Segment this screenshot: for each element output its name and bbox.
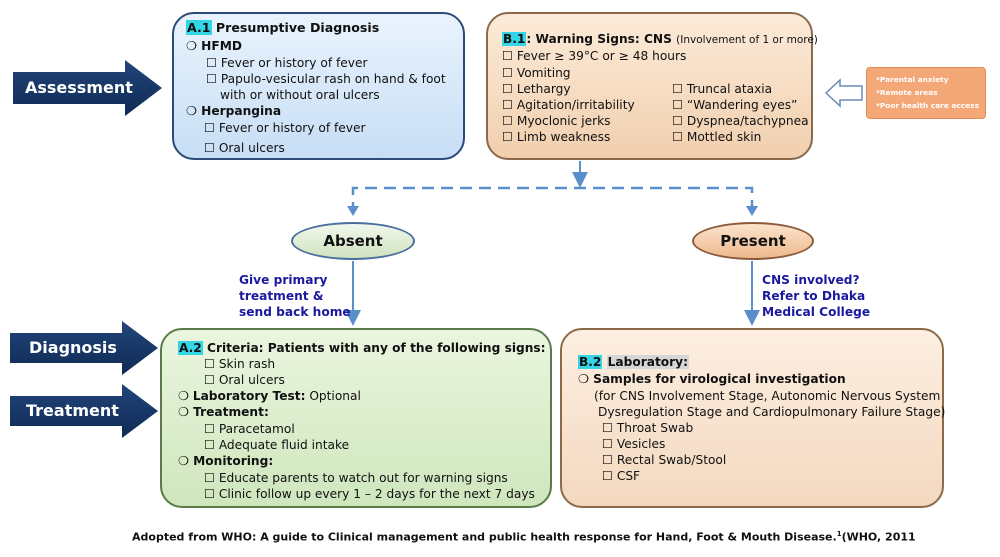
b2-tag: B.2 bbox=[578, 355, 603, 369]
a1-herpangina-item-1: ☐ Oral ulcers bbox=[204, 141, 285, 155]
a1-herpangina-heading: ❍ Herpangina bbox=[186, 104, 282, 118]
b2-heading: B.2 Laboratory: bbox=[578, 354, 690, 370]
a2-treatment-item-1: ☐ Adequate fluid intake bbox=[204, 438, 350, 452]
b1-heading: B.1: Warning Signs: CNS (Involvement of … bbox=[502, 31, 818, 48]
b2-sample-item-0: ☐ Throat Swab bbox=[602, 421, 694, 435]
b2-sample-item-1: ☐ Vesicles bbox=[602, 437, 666, 451]
b1-left-item-0: ☐ Fever ≥ 39°C or ≥ 48 hours bbox=[502, 49, 687, 63]
a1-herpangina-item-0: ☐ Fever or history of fever bbox=[204, 121, 366, 135]
risk-item-1: *Remote areas bbox=[876, 88, 938, 97]
a1-presumptive-diagnosis-box: A.1 Presumptive Diagnosis ❍ HFMD ☐ Fever… bbox=[172, 12, 465, 160]
a2-monitoring-heading: ❍ Monitoring: bbox=[178, 454, 274, 468]
a2-treatment-heading: ❍ Treatment: bbox=[178, 405, 269, 419]
a2-tag: A.2 bbox=[178, 341, 203, 355]
a2-criteria-title: Criteria: Patients with any of the follo… bbox=[207, 341, 546, 355]
risk-factors-box: *Parental anxiety *Remote areas *Poor he… bbox=[866, 67, 986, 119]
a1-hfmd-heading: ❍ HFMD bbox=[186, 39, 242, 53]
b2-stages-line-0: (for CNS Involvement Stage, Autonomic Ne… bbox=[594, 389, 941, 403]
a2-criteria-item-0: ☐ Skin rash bbox=[204, 357, 276, 371]
a2-heading: A.2 Criteria: Patients with any of the f… bbox=[178, 340, 546, 356]
b1-left-item-5: ☐ Limb weakness bbox=[502, 130, 611, 144]
a1-hfmd-item-2: with or without oral ulcers bbox=[220, 88, 380, 102]
risk-item-2: *Poor health care access bbox=[876, 101, 979, 110]
a2-treatment-item-0: ☐ Paracetamol bbox=[204, 422, 295, 436]
b1-tag: B.1 bbox=[502, 32, 527, 46]
treatment-arrow-shape bbox=[10, 384, 158, 438]
present-oval: Present bbox=[692, 222, 814, 260]
a2-lab-line: ❍ Laboratory Test: Optional bbox=[178, 389, 361, 403]
present-note: CNS involved? Refer to Dhaka Medical Col… bbox=[762, 273, 871, 319]
absent-oval: Absent bbox=[291, 222, 415, 260]
b1-warning-signs-box: B.1: Warning Signs: CNS (Involvement of … bbox=[486, 12, 818, 160]
a2-monitoring-item-0: ☐ Educate parents to watch out for warni… bbox=[204, 471, 508, 485]
b1-left-item-1: ☐ Vomiting bbox=[502, 66, 571, 80]
b1-right-item-0: ☐ Truncal ataxia bbox=[672, 82, 773, 96]
a1-title: Presumptive Diagnosis bbox=[215, 20, 380, 35]
b2-laboratory-box: B.2 Laboratory: ❍ Samples for virologica… bbox=[560, 328, 946, 508]
a1-hfmd-item-0: ☐ Fever or history of fever bbox=[206, 56, 368, 70]
a1-heading: A.1 Presumptive Diagnosis bbox=[186, 20, 379, 36]
risk-item-0: *Parental anxiety bbox=[876, 75, 949, 84]
source-footnote: Adopted from WHO: A guide to Clinical ma… bbox=[132, 530, 916, 544]
absent-note: Give primary treatment & send back home bbox=[239, 273, 351, 319]
b2-sample-item-2: ☐ Rectal Swab/Stool bbox=[602, 453, 727, 467]
treatment-label: Treatment bbox=[26, 401, 119, 420]
b1-right-item-1: ☐ “Wandering eyes” bbox=[672, 98, 798, 112]
b2-stages-line-1: Dysregulation Stage and Cardiopulmonary … bbox=[598, 405, 946, 419]
b1-right-item-3: ☐ Mottled skin bbox=[672, 130, 762, 144]
a2-criteria-item-1: ☐ Oral ulcers bbox=[204, 373, 285, 387]
b1-subtitle: (Involvement of 1 or more) bbox=[676, 34, 818, 46]
b1-left-item-4: ☐ Myoclonic jerks bbox=[502, 114, 611, 128]
a1-tag: A.1 bbox=[186, 20, 212, 35]
a2-criteria-box: A.2 Criteria: Patients with any of the f… bbox=[160, 328, 552, 508]
b1-right-item-2: ☐ Dyspnea/tachypnea bbox=[672, 114, 809, 128]
risk-hollow-arrow bbox=[824, 78, 863, 108]
b2-sample-item-3: ☐ CSF bbox=[602, 469, 641, 483]
b2-samples-heading: ❍ Samples for virological investigation bbox=[578, 372, 846, 386]
diagnosis-label: Diagnosis bbox=[29, 338, 117, 357]
b1-left-item-3: ☐ Agitation/irritability bbox=[502, 98, 635, 112]
b2-title: Laboratory: bbox=[606, 355, 690, 369]
dashed-split-connector bbox=[351, 186, 754, 214]
b1-title: : Warning Signs: CNS bbox=[526, 32, 672, 46]
a1-hfmd-item-1: ☐ Papulo-vesicular rash on hand & foot bbox=[206, 72, 446, 86]
assessment-label: Assessment bbox=[25, 78, 133, 97]
b1-left-item-2: ☐ Lethargy bbox=[502, 82, 571, 96]
assessment-arrow-shape bbox=[13, 60, 162, 116]
diagnosis-arrow-shape bbox=[10, 321, 158, 375]
a2-monitoring-item-1: ☐ Clinic follow up every 1 – 2 days for … bbox=[204, 487, 535, 501]
